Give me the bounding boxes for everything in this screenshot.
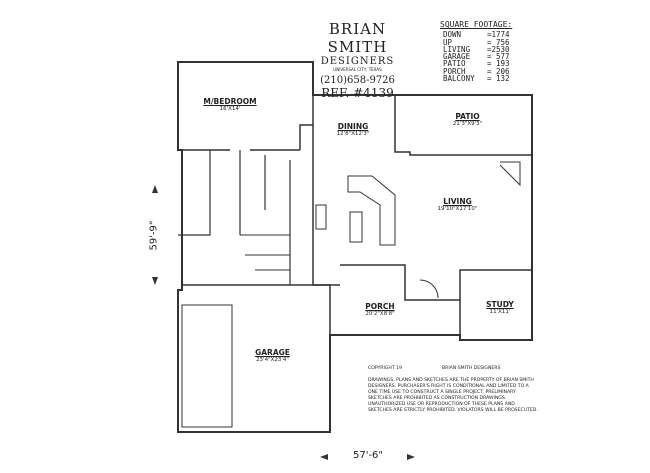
patio-outline (394, 95, 532, 156)
exterior-walls (177, 61, 533, 433)
square-footage-title: SQUARE FOOTAGE: (440, 20, 513, 29)
sqft-row: GARAGE= 577 (443, 52, 510, 62)
company-name: BRIAN SMITH (327, 20, 388, 56)
depth-dimension: 59'-9" (148, 220, 160, 251)
plan-reference: REF. #4139 (321, 86, 394, 100)
square-footage-table: SQUARE FOOTAGE: DOWN=1774 UP= 756 LIVING… (440, 20, 513, 84)
sqft-row: PATIO= 193 (443, 59, 510, 69)
copyright-heading: COPYRIGHT 19 (368, 366, 402, 371)
sqft-row: PORCH= 206 (443, 66, 510, 76)
company-subtitle: DESIGNERS (320, 56, 395, 67)
sqft-row: LIVING=2530 (443, 44, 510, 54)
width-dimension: 57'-6" (352, 450, 384, 461)
copyright-owner: BRIAN SMITH DESIGNERS (441, 366, 501, 371)
sqft-row: UP= 756 (443, 37, 510, 47)
designer-title-block: BRIAN SMITH DESIGNERS UNIVERSAL CITY, TE… (300, 20, 415, 100)
copyright-notice: COPYRIGHT 19 BRIAN SMITH DESIGNERS DRAWI… (368, 366, 538, 414)
kitchen-island (347, 175, 396, 246)
sqft-row: DOWN=1774 (443, 30, 510, 40)
company-location: UNIVERSAL CITY, TEXAS (333, 67, 382, 72)
company-phone: (210)658-9726 (320, 75, 395, 86)
copyright-text: DRAWINGS, PLANS AND SKETCHES ARE THE PRO… (368, 378, 538, 413)
sqft-row: BALCONY= 132 (443, 74, 510, 84)
